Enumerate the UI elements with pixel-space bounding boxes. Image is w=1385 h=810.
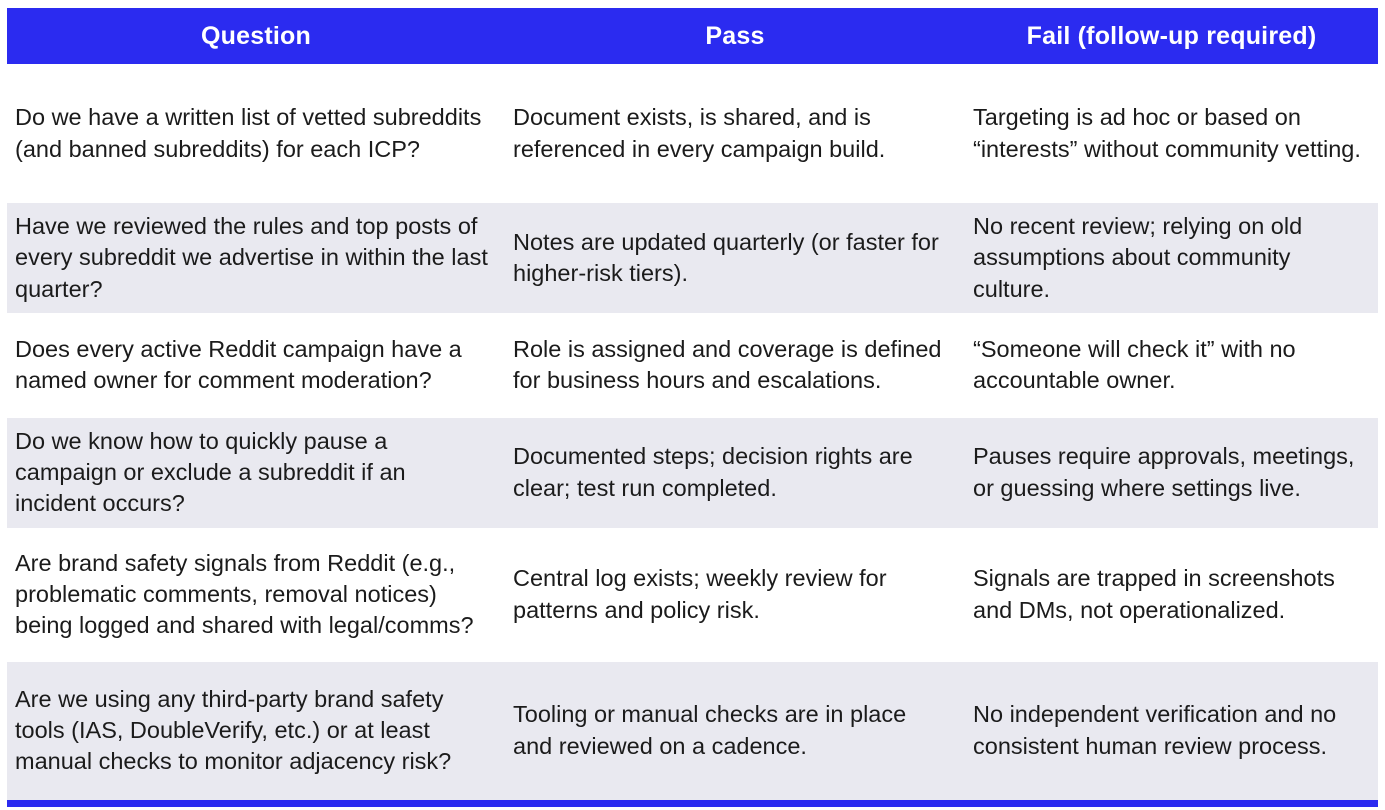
pass-cell: Document exists, is shared, and is refer… bbox=[513, 104, 886, 162]
question-cell: Do we know how to quickly pause a campai… bbox=[15, 427, 406, 517]
table-header-row: Question Pass Fail (follow-up required) bbox=[7, 8, 1378, 64]
brand-safety-checklist-table: Question Pass Fail (follow-up required) … bbox=[7, 8, 1378, 807]
pass-cell: Central log exists; weekly review for pa… bbox=[513, 565, 887, 623]
pass-cell: Documented steps; decision rights are cl… bbox=[513, 443, 913, 501]
table-footer-bar bbox=[7, 799, 1378, 807]
fail-cell: No recent review; relying on old assumpt… bbox=[973, 213, 1303, 302]
table-row: Does every active Reddit campaign have a… bbox=[7, 312, 1378, 418]
fail-cell: Signals are trapped in screenshots and D… bbox=[973, 565, 1335, 623]
fail-cell: No independent verification and no consi… bbox=[973, 701, 1337, 759]
question-cell: Are we using any third-party brand safet… bbox=[15, 685, 452, 775]
column-header-pass: Pass bbox=[705, 21, 765, 50]
question-cell: Do we have a written list of vetted subr… bbox=[15, 104, 482, 162]
question-cell: Does every active Reddit campaign have a… bbox=[15, 336, 462, 394]
fail-cell: “Someone will check it” with no accounta… bbox=[973, 336, 1296, 394]
pass-cell: Tooling or manual checks are in place an… bbox=[513, 701, 907, 759]
question-cell: Are brand safety signals from Reddit (e.… bbox=[15, 549, 474, 639]
fail-cell: Pauses require approvals, meetings, or g… bbox=[973, 443, 1355, 501]
table-row: Are brand safety signals from Reddit (e.… bbox=[7, 527, 1378, 662]
column-header-question: Question bbox=[201, 21, 311, 50]
table-row: Are we using any third-party brand safet… bbox=[7, 661, 1378, 800]
pass-cell: Role is assigned and coverage is defined… bbox=[513, 336, 942, 394]
table-row: Do we know how to quickly pause a campai… bbox=[7, 417, 1378, 528]
pass-cell: Notes are updated quarterly (or faster f… bbox=[513, 228, 939, 286]
column-header-fail: Fail (follow-up required) bbox=[1026, 21, 1317, 50]
table-body: Do we have a written list of vetted subr… bbox=[7, 64, 1378, 800]
question-cell: Have we reviewed the rules and top posts… bbox=[15, 213, 488, 302]
fail-cell: Targeting is ad hoc or based on “interes… bbox=[973, 104, 1361, 162]
table-row: Have we reviewed the rules and top posts… bbox=[7, 203, 1378, 313]
table-row: Do we have a written list of vetted subr… bbox=[7, 64, 1378, 203]
